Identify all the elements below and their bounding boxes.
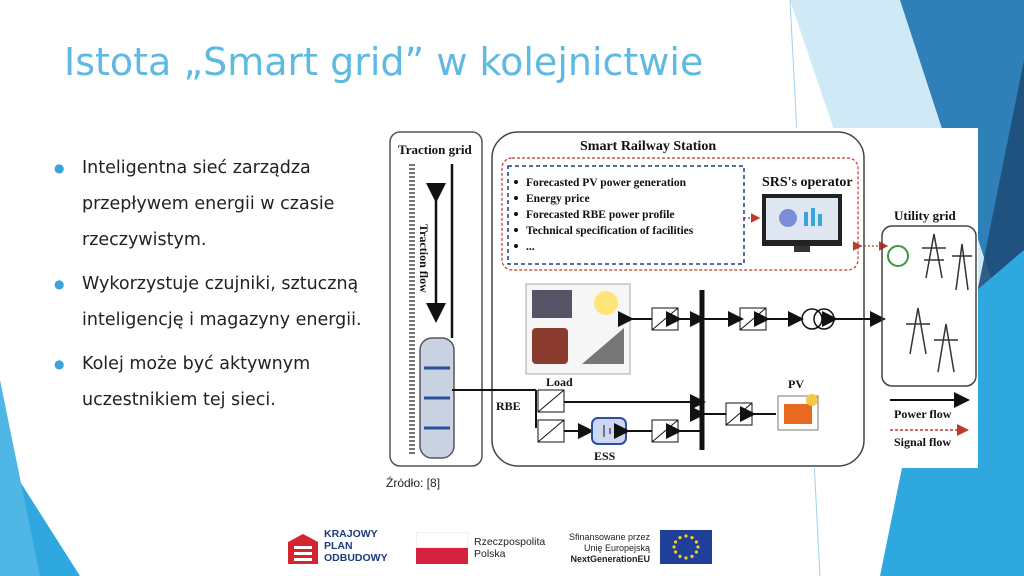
traction-flow-label: Traction flow (417, 224, 431, 293)
slide-title: Istota „Smart grid” w kolejnictwie (64, 40, 704, 84)
info-item: Technical specification of facilities (526, 225, 694, 237)
bullet-dot-icon: ● (54, 161, 65, 175)
info-item: Forecasted RBE power profile (526, 209, 675, 221)
utility-grid-label: Utility grid (894, 208, 957, 223)
info-item: Forecasted PV power generation (526, 177, 687, 189)
smart-railway-diagram: Traction grid Traction flow Smart Railwa… (386, 128, 978, 468)
rbe-label: RBE (496, 399, 521, 413)
train-icon (419, 337, 455, 459)
source-citation: Źródło: [8] (386, 476, 441, 490)
legend-power-flow: Power flow (894, 407, 952, 421)
load-label: Load (546, 375, 573, 389)
converter-icon (651, 419, 679, 443)
operator-label: SRS's operator (762, 175, 853, 190)
converter-icon (739, 307, 767, 331)
solar-panel-icon (777, 394, 819, 431)
station-box (491, 131, 865, 467)
bullet-item: ● Inteligentna sieć zarządza przepływem e… (52, 150, 372, 258)
bullet-text: Wykorzystuje czujniki, sztuczną intelige… (82, 274, 362, 330)
legend-signal-flow: Signal flow (894, 435, 951, 449)
footer-logos: KRAJOWY PLAN ODBUDOWY Rzeczpospolita Pol… (0, 528, 1024, 572)
load-appliances-icon (532, 290, 624, 364)
monitor-icon (762, 194, 842, 252)
transformer-icon (801, 308, 835, 330)
eu-funding-text: Sfinansowane przez Unię Europejską NextG… (568, 532, 650, 564)
converter-icon (537, 419, 565, 443)
bullet-text: Inteligentna sieć zarządza przepływem en… (82, 158, 335, 250)
converter-icon (537, 389, 565, 413)
bullet-text: Kolej może być aktywnym uczestnikiem tej… (82, 354, 311, 410)
info-item: Energy price (526, 193, 590, 205)
ess-label: ESS (594, 449, 616, 463)
bullet-dot-icon: ● (54, 357, 65, 371)
traction-grid-label: Traction grid (398, 142, 473, 157)
traction-grid-box (389, 131, 483, 467)
bullet-item: ● Kolej może być aktywnym uczestnikiem te… (52, 346, 372, 418)
converter-icon (651, 307, 679, 331)
kpo-logo-text: KRAJOWY PLAN ODBUDOWY (324, 528, 388, 564)
bullet-list: ● Inteligentna sieć zarządza przepływem e… (52, 150, 372, 426)
polish-flag-icon (416, 532, 468, 564)
info-item: ... (526, 241, 535, 253)
kpo-logo-icon (288, 534, 318, 564)
utility-grid-box (881, 225, 977, 387)
station-title: Smart Railway Station (580, 139, 716, 154)
bullet-item: ● Wykorzystuje czujniki, sztuczną intelig… (52, 266, 372, 338)
bullet-dot-icon: ● (54, 277, 65, 291)
converter-icon (725, 402, 753, 426)
eu-flag-icon (660, 530, 712, 564)
pv-label: PV (788, 377, 804, 391)
power-tower-icon (887, 233, 972, 373)
battery-icon (591, 417, 627, 445)
rp-logo-text: Rzeczpospolita Polska (474, 536, 546, 560)
